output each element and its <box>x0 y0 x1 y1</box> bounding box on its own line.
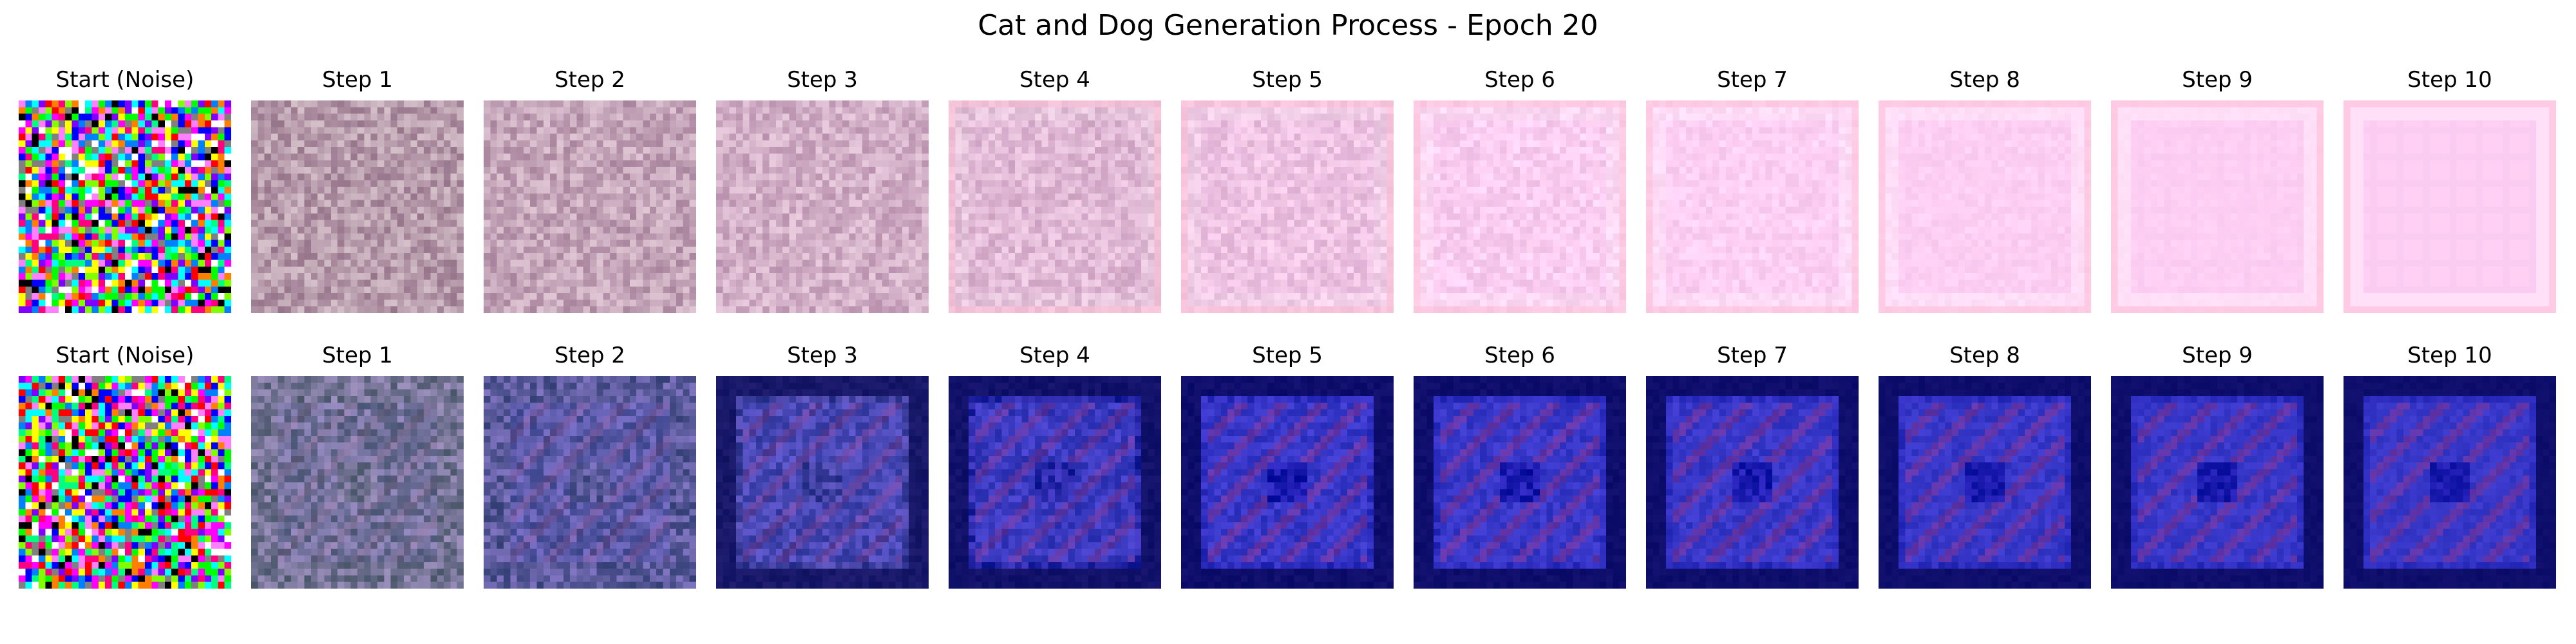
generated-image-row-2-step-5 <box>1181 376 1394 589</box>
generated-image-row-2-step-10 <box>2344 376 2556 589</box>
generated-image-row-1-step-10 <box>2344 100 2556 313</box>
panel-title: Step 6 <box>1484 343 1555 368</box>
panel-title: Step 3 <box>787 343 858 368</box>
generated-image-row-1-step-2 <box>484 100 696 313</box>
generated-image-row-2-step-2 <box>484 376 696 589</box>
panel-title: Step 8 <box>1949 343 2020 368</box>
generated-image-row-2-step-4 <box>949 376 1161 589</box>
generated-image-row-1-step-7 <box>1646 100 1859 313</box>
generated-image-row-2-step-1 <box>251 376 464 589</box>
panel-title: Step 1 <box>322 343 393 368</box>
generated-image-row-1-step-5 <box>1181 100 1394 313</box>
panel-title: Step 3 <box>787 67 858 93</box>
generated-image-row-1-step-4 <box>949 100 1161 313</box>
panel-title: Step 9 <box>2182 67 2253 93</box>
panel-title: Step 7 <box>1717 67 1788 93</box>
panel-title: Step 8 <box>1949 67 2020 93</box>
panel-title: Step 5 <box>1252 67 1323 93</box>
generated-image-row-2-step-8 <box>1879 376 2091 589</box>
panel-title: Start (Noise) <box>55 67 194 93</box>
panel-title: Step 2 <box>554 343 625 368</box>
panel-title: Step 9 <box>2182 343 2253 368</box>
panel-title: Step 7 <box>1717 343 1788 368</box>
panel-title: Step 4 <box>1019 343 1090 368</box>
panel-title: Step 6 <box>1484 67 1555 93</box>
panel-title: Step 10 <box>2407 343 2492 368</box>
generated-image-row-1-start <box>19 100 231 313</box>
generated-image-row-2-step-7 <box>1646 376 1859 589</box>
panel-title: Step 10 <box>2407 67 2492 93</box>
generated-image-row-2-step-3 <box>716 376 929 589</box>
figure-title: Cat and Dog Generation Process - Epoch 2… <box>978 9 1598 42</box>
generated-image-row-1-step-6 <box>1414 100 1626 313</box>
generated-image-row-2-step-9 <box>2111 376 2324 589</box>
generated-image-row-2-step-6 <box>1414 376 1626 589</box>
panel-title: Step 1 <box>322 67 393 93</box>
generated-image-row-2-start <box>19 376 231 589</box>
generated-image-row-1-step-1 <box>251 100 464 313</box>
panel-title: Start (Noise) <box>55 343 194 368</box>
panel-title: Step 4 <box>1019 67 1090 93</box>
panel-title: Step 2 <box>554 67 625 93</box>
generated-image-row-1-step-3 <box>716 100 929 313</box>
generated-image-row-1-step-8 <box>1879 100 2091 313</box>
generated-image-row-1-step-9 <box>2111 100 2324 313</box>
panel-title: Step 5 <box>1252 343 1323 368</box>
